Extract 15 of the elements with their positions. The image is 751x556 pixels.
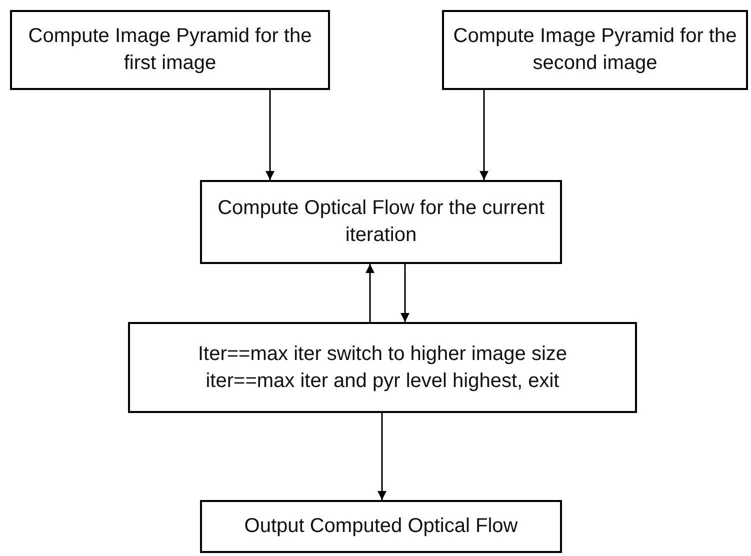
box-text: Output Computed Optical Flow bbox=[244, 514, 518, 539]
arrow bbox=[400, 264, 410, 322]
arrow bbox=[366, 264, 374, 322]
process-box bbox=[200, 180, 562, 264]
arrow bbox=[480, 90, 488, 180]
arrow bbox=[266, 90, 274, 180]
process-box bbox=[200, 500, 562, 553]
process-box bbox=[128, 322, 637, 413]
arrow bbox=[378, 413, 386, 500]
box-text: Compute Image Pyramid for the second image bbox=[452, 24, 738, 76]
box-text: Compute Image Pyramid for the first image bbox=[27, 24, 313, 76]
box-text: Compute Optical Flow for the current iteration bbox=[216, 196, 546, 248]
process-box bbox=[10, 10, 330, 90]
box-text: Iter==max iter switch to higher image size iter==max iter and pyr level highest, exit bbox=[196, 342, 568, 394]
process-box bbox=[442, 10, 748, 90]
